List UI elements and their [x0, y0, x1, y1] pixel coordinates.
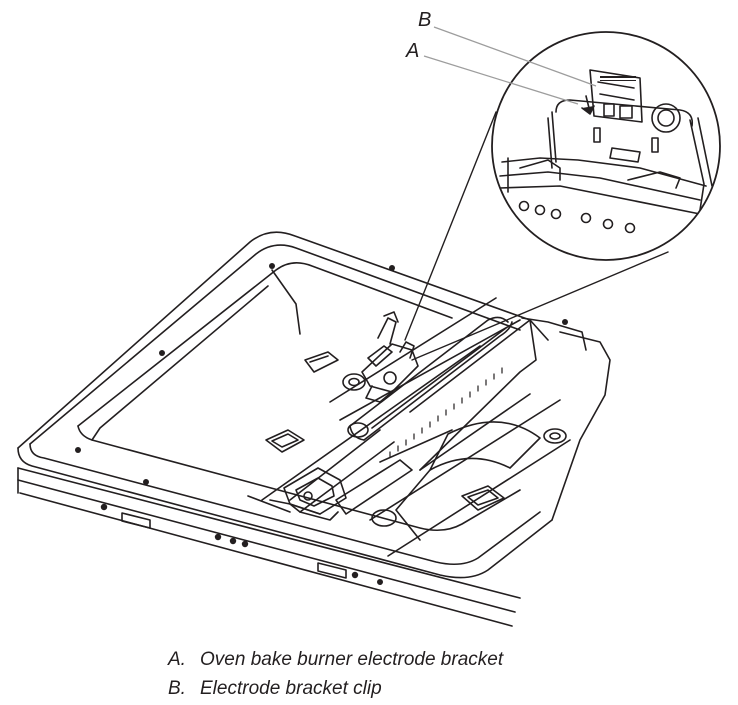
oven-tray — [17, 231, 611, 579]
callout-leaders — [423, 26, 597, 105]
oven-burner-diagram: B A — [17, 9, 721, 627]
igniter-assembly — [269, 467, 347, 521]
rail-holes — [100, 503, 383, 585]
legend-text: Electrode bracket clip — [200, 678, 382, 699]
detail-inset — [491, 31, 721, 261]
callout-b-label: B — [418, 9, 431, 31]
floor-features — [247, 351, 567, 541]
inset-connectors — [404, 111, 669, 361]
legend-key: A. — [168, 649, 186, 670]
legend-item-a: A. Oven bake burner electrode bracket — [168, 645, 708, 674]
electrode-bracket — [361, 311, 419, 403]
callout-a-label: A — [405, 40, 419, 62]
burner-channel — [261, 297, 571, 557]
burner-ports — [389, 367, 503, 458]
inset-holes — [518, 200, 636, 234]
legend-key: B. — [168, 678, 186, 699]
tray-screws — [75, 263, 568, 485]
front-rail — [17, 467, 521, 627]
legend-item-b: B. Electrode bracket clip — [168, 674, 708, 703]
legend: A. Oven bake burner electrode bracket B.… — [168, 645, 708, 703]
inset-dots — [600, 76, 636, 81]
legend-text: Oven bake burner electrode bracket — [200, 649, 504, 670]
